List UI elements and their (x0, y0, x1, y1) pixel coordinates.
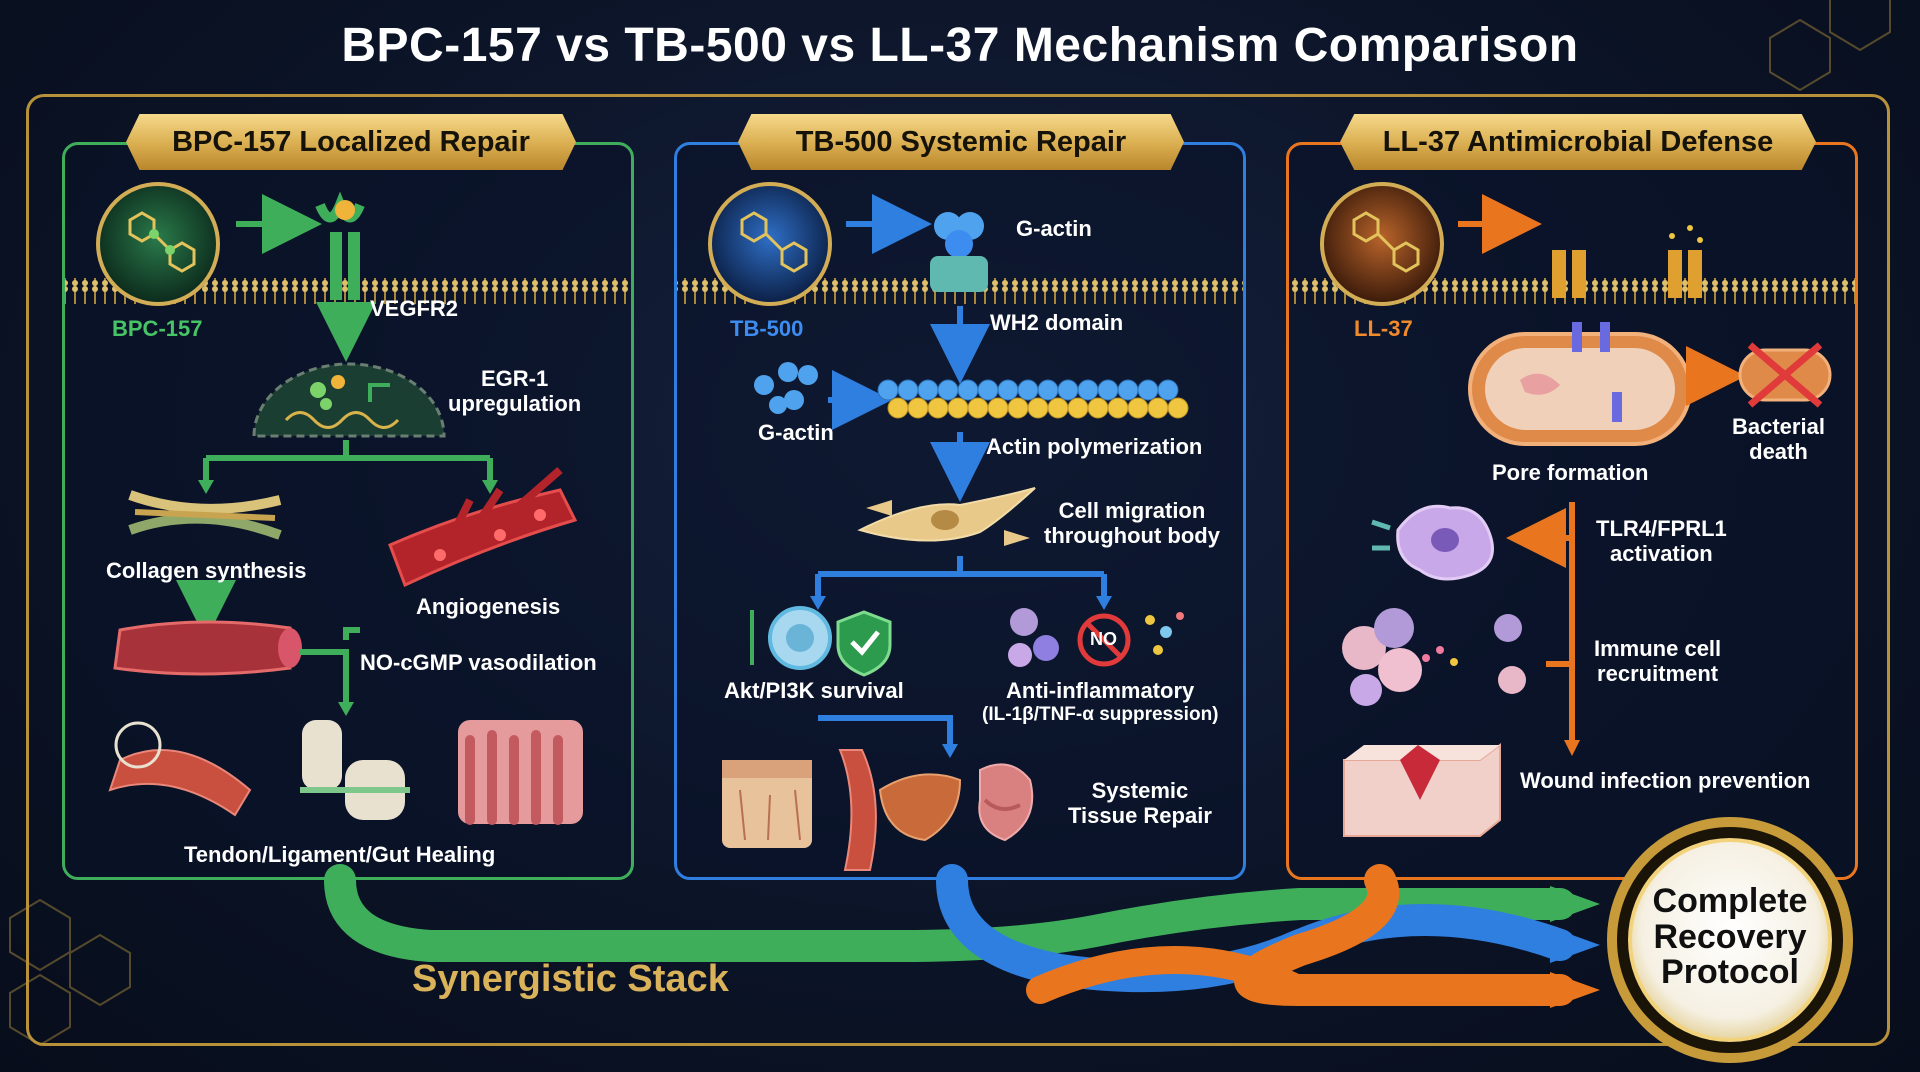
label-ll37-outcome: Wound infection prevention (1520, 768, 1811, 793)
banner-ll37: LL-37 Antimicrobial Defense (1340, 114, 1816, 170)
label-recruit: Immune cell recruitment (1594, 636, 1722, 687)
synergy-label: Synergistic Stack (412, 958, 729, 1000)
final-protocol-badge (1607, 817, 1853, 1063)
final-protocol-text: Complete Recovery Protocol (1652, 882, 1808, 992)
bacterium-icon (1468, 322, 1692, 446)
arrow-head-wound (1564, 740, 1580, 756)
cytokine-dots-icon (1145, 612, 1184, 655)
label-vasodilation: NO-cGMP vasodilation (360, 650, 597, 675)
muscle-fiber-icon (838, 749, 877, 871)
arrow-head-outcome-bpc (338, 702, 354, 716)
skin-icon (722, 760, 812, 848)
gactin-monomer-icon (754, 362, 818, 414)
pore-channel-icon (1552, 225, 1703, 298)
synergy-arrow-blue (1550, 927, 1600, 963)
knee-joint-icon (300, 720, 410, 820)
label-polymerization: Actin polymerization (986, 434, 1203, 459)
label-gactin-left: G-actin (758, 420, 834, 445)
label-tlr: TLR4/FPRL1 activation (1596, 516, 1727, 567)
label-pore: Pore formation (1492, 460, 1649, 485)
macrophage-icon (1371, 504, 1494, 581)
nucleus-icon (252, 362, 446, 438)
banner-tb500: TB-500 Systemic Repair (738, 114, 1184, 170)
shield-check-icon (836, 610, 892, 677)
actin-filament-icon (877, 379, 1189, 419)
label-bpc-outcome: Tendon/Ligament/Gut Healing (184, 842, 496, 867)
no-sign-icon (1077, 613, 1131, 667)
label-vegfr2: VEGFR2 (370, 296, 459, 321)
arrow-head-collagen (198, 480, 214, 494)
label-collagen: Collagen synthesis (106, 558, 307, 583)
label-bpc157: BPC-157 (112, 316, 203, 341)
blood-vessel-icon (388, 466, 578, 588)
gactin-receptor-icon (930, 212, 988, 292)
label-gactin-top: G-actin (1016, 216, 1092, 241)
muscle-icon (108, 721, 252, 817)
synergy-arrow-orange (1550, 972, 1600, 1008)
arrow-head-survival (810, 596, 826, 610)
fibroblast-icon (857, 487, 1036, 546)
label-ll37: LL-37 (1354, 316, 1413, 341)
dead-bacterium-icon (1738, 342, 1832, 408)
synergy-arrow-green (1550, 886, 1600, 922)
arrow-branch-tb (815, 556, 1107, 596)
peptide-molecule-icon (1320, 182, 1444, 306)
immune-cells-icon (1008, 608, 1059, 667)
label-egr1: EGR-1 upregulation (448, 366, 582, 417)
wound-skin-icon (1343, 743, 1501, 837)
label-tb-outcome: Systemic Tissue Repair (1068, 778, 1212, 829)
immune-cell-cluster-icon (1342, 608, 1526, 706)
peptide-molecule-icon (708, 182, 832, 306)
receptor-icon (315, 191, 365, 300)
label-suppression: (IL-1β/TNF-α suppression) (982, 704, 1219, 725)
arrow-head-antiinflam (1096, 596, 1112, 610)
label-antiinflam: Anti-inflammatory (1006, 678, 1195, 703)
label-death: Bacterial death (1732, 414, 1825, 465)
vessel-tube-icon (113, 620, 302, 676)
no-badge-text: NO (1090, 629, 1117, 649)
arrow-head-angiogenesis (482, 480, 498, 494)
synergy-streams (324, 864, 1576, 1006)
diagram-title: BPC-157 vs TB-500 vs LL-37 Mechanism Com… (341, 19, 1579, 72)
collagen-icon (128, 490, 282, 540)
peptide-molecule-icon (96, 182, 220, 306)
label-wh2: WH2 domain (990, 310, 1124, 335)
hex-decoration-top-right (1769, 0, 1891, 92)
outer-frame (26, 94, 1890, 1046)
arrow-to-tissue (818, 715, 953, 744)
liver-icon (878, 773, 962, 842)
arrow-vasodilation (300, 627, 360, 702)
label-migration: Cell migration throughout body (1044, 498, 1220, 549)
arrow-head-tissue (942, 744, 958, 758)
banner-bpc157: BPC-157 Localized Repair (126, 114, 576, 170)
cell-icon (750, 606, 832, 670)
intestine-icon (458, 720, 583, 825)
arrow-branch-bpc (203, 440, 493, 480)
label-angiogenesis: Angiogenesis (416, 594, 561, 619)
label-survival: Akt/PI3K survival (724, 678, 904, 703)
stomach-icon (978, 763, 1034, 842)
label-tb500: TB-500 (730, 316, 804, 341)
